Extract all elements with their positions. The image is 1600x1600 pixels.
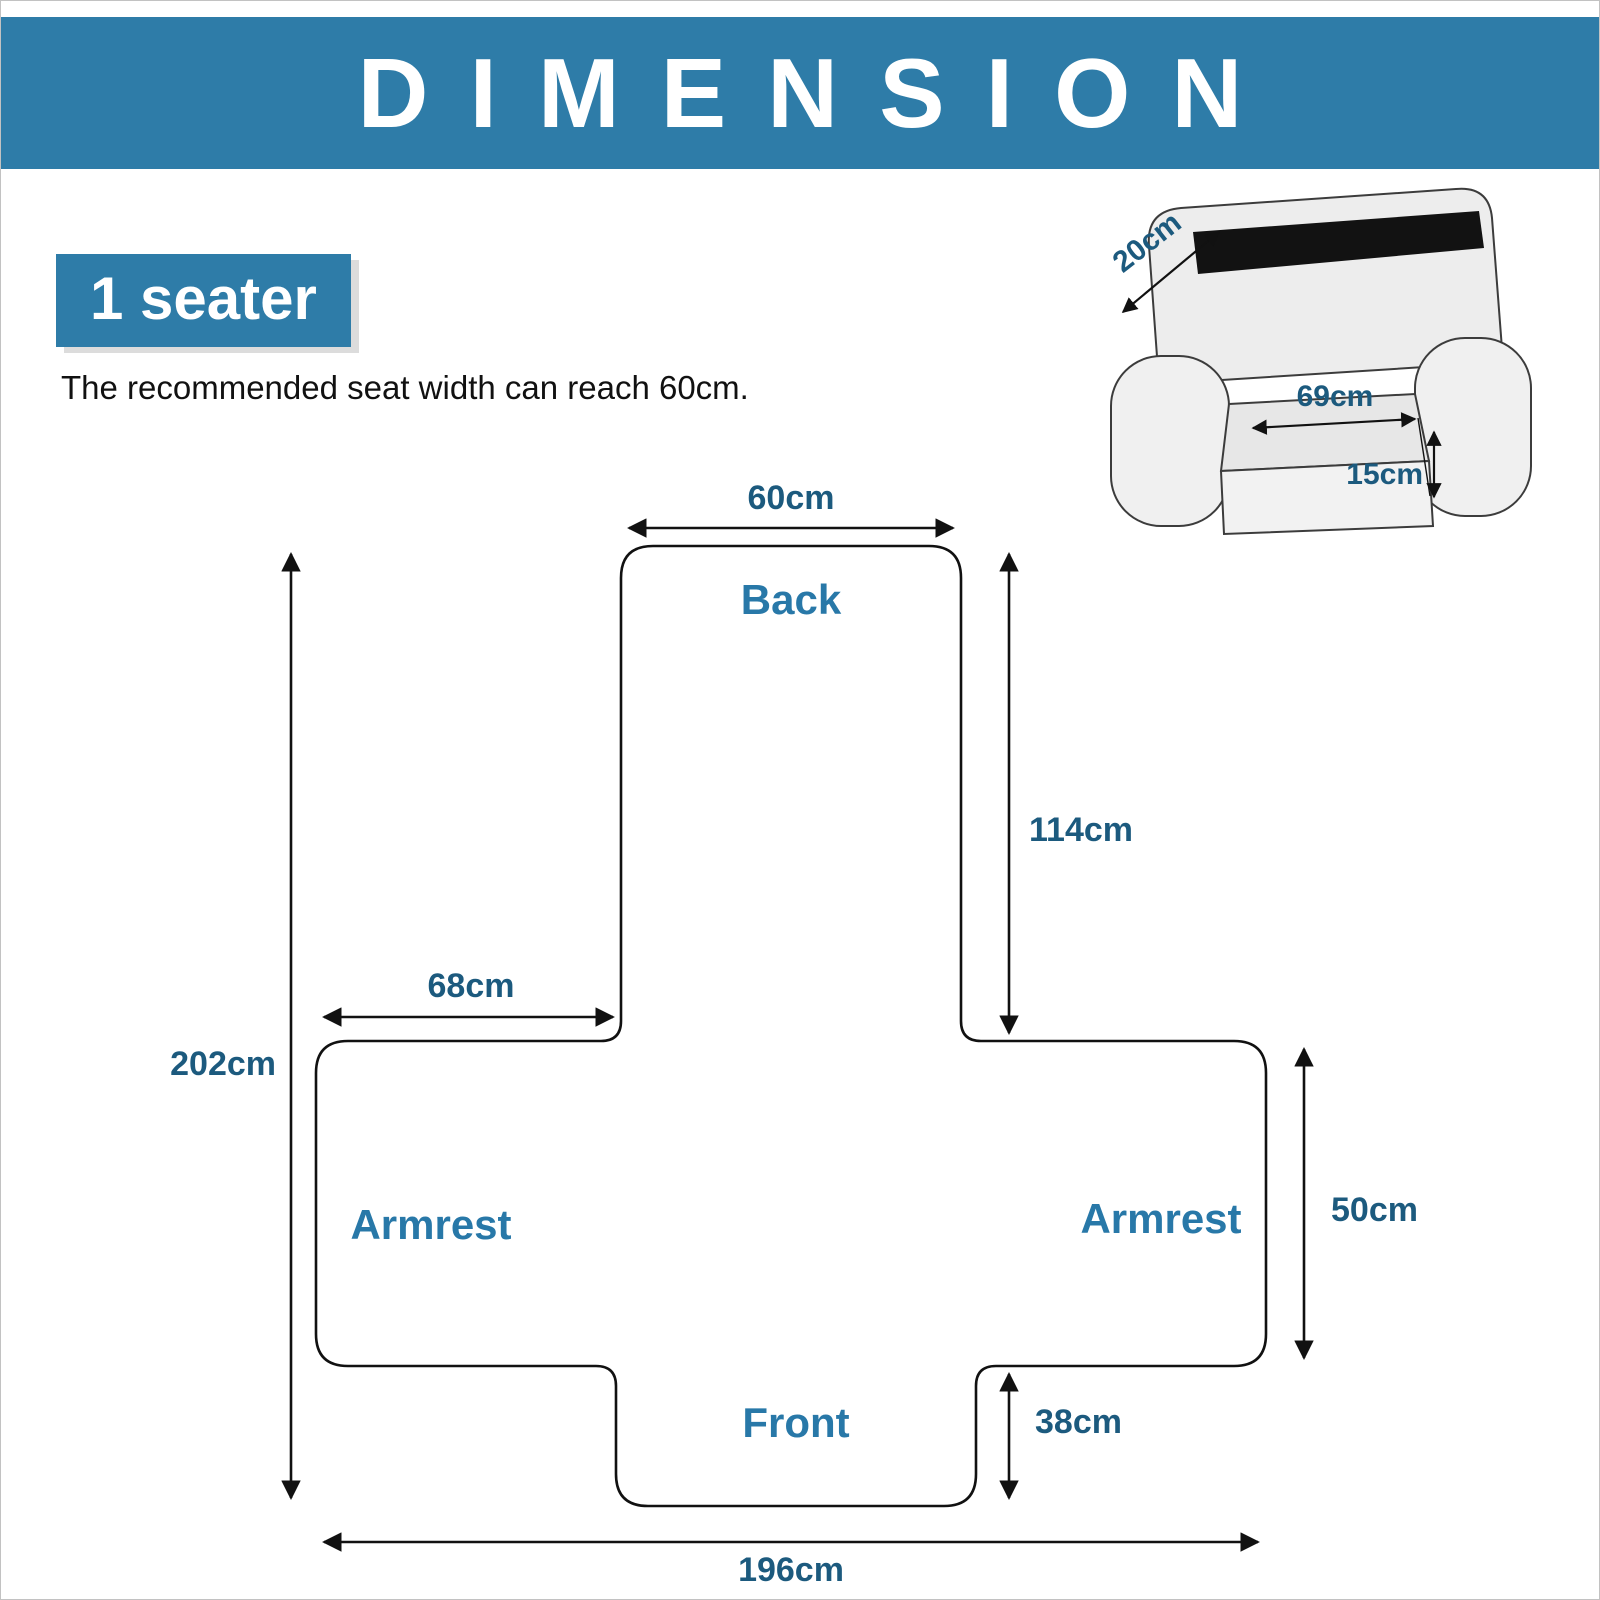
seater-badge: 1 seater: [56, 254, 351, 347]
dim-armrest-height: 50cm: [1331, 1191, 1418, 1229]
chair-strap-dim-arrow: [1121, 231, 1221, 313]
armrest-right-label: Armrest: [1080, 1195, 1242, 1242]
back-label: Back: [740, 576, 842, 623]
armchair-illustration: 20cm 69cm 15cm: [1107, 187, 1532, 536]
cover-outline: [314, 544, 1268, 1508]
chair-seat-width-arrow: [1251, 412, 1417, 435]
dim-back-height: 114cm: [1029, 811, 1133, 849]
dim-front-height: 38cm: [1035, 1403, 1122, 1441]
chair-seat-drop-label: 15cm: [1346, 458, 1423, 491]
dim-total-width: 196cm: [738, 1551, 844, 1589]
chair-strap: [1193, 211, 1484, 274]
dim-total-height: 202cm: [170, 1045, 276, 1083]
dim-armrest-top-width: 68cm: [427, 967, 515, 1005]
dim-top-width: 60cm: [747, 479, 835, 517]
armrest-left-label: Armrest: [350, 1201, 512, 1248]
recommendation-text: The recommended seat width can reach 60c…: [61, 369, 749, 406]
chair-front-skirt: [1219, 459, 1435, 536]
front-label: Front: [742, 1399, 850, 1446]
header-banner: DIMENSION: [1, 17, 1599, 169]
page-title: DIMENSION: [357, 38, 1284, 148]
chair-seat-width-label: 69cm: [1297, 380, 1374, 413]
